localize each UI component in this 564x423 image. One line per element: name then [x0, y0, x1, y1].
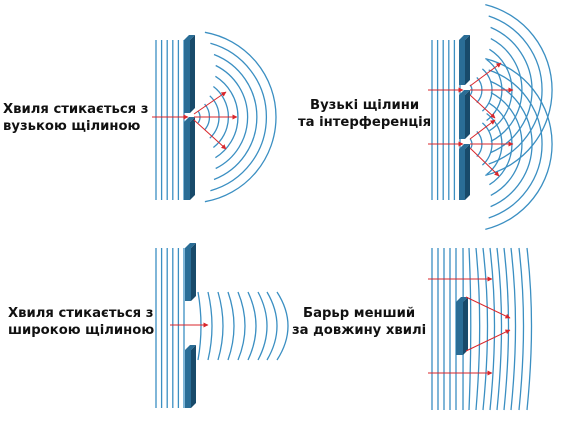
wavefront-arc: [488, 15, 543, 165]
barrier-top: [459, 144, 470, 149]
label-wide-slit-line-1: Хвиля стикається з: [8, 306, 154, 321]
label-narrow-slit-line-1: Хвиля стикається з: [3, 102, 149, 117]
barrier-top: [459, 90, 470, 95]
direction-arrow: [465, 296, 511, 319]
wavefront-arc: [204, 31, 277, 203]
wavefront-curve: [217, 291, 224, 361]
direction-arrow: [469, 62, 502, 87]
wavefront-arc: [490, 92, 523, 196]
barrier-top: [184, 117, 195, 122]
wavefront-arc: [490, 80, 533, 208]
barrier-block: [184, 40, 190, 113]
direction-arrow: [193, 119, 227, 150]
barrier-top: [185, 243, 196, 248]
wavefront-curve: [526, 247, 533, 411]
panel-wide-slit: [155, 243, 289, 408]
wavefront-curve: [227, 291, 235, 361]
wavefront-arc: [490, 26, 533, 154]
barrier-side: [465, 90, 470, 139]
direction-arrow: [469, 119, 496, 140]
barrier-top: [456, 297, 468, 302]
barrier-block: [459, 149, 465, 200]
wavefront-arc: [215, 64, 249, 170]
label-double-slit-line-1: Вузькі щілини: [310, 98, 420, 113]
wavefront-curve: [489, 247, 496, 411]
label-narrow-slit-line-2: вузькою щілиною: [3, 119, 141, 134]
label-wide-slit-line-2: широкою щілиною: [8, 323, 155, 338]
barrier-side: [465, 35, 470, 85]
barrier-block: [184, 122, 190, 200]
panel-narrow-slit: [152, 31, 277, 203]
wavefront-curve: [518, 247, 525, 411]
barrier-block: [459, 95, 465, 139]
label-double-slit-line-2: та інтерференція: [298, 115, 432, 130]
wavefront-curve: [475, 247, 481, 411]
wavefront-arc: [215, 75, 239, 159]
barrier-top: [185, 345, 196, 350]
barrier-top: [459, 35, 470, 40]
wavefront-curve: [247, 291, 257, 361]
direction-arrow: [465, 329, 511, 352]
barrier-block: [185, 248, 191, 301]
wavefront-curve: [468, 247, 472, 411]
wavefront-arc: [485, 57, 553, 231]
barrier-side: [191, 345, 196, 408]
barrier-block: [456, 302, 463, 355]
wavefront-curve: [503, 247, 510, 411]
wavefront-curve: [197, 291, 202, 361]
wavefront-arc: [213, 53, 258, 181]
label-small-barrier-line-1: Барьр менший: [303, 306, 416, 321]
label-small-barrier-line-2: за довжину хвилі: [292, 323, 427, 338]
direction-arrow: [469, 147, 500, 177]
wavefront-curve: [257, 291, 268, 361]
wavefront-curve: [207, 291, 213, 361]
barrier-side: [190, 117, 195, 200]
barrier-top: [184, 35, 195, 40]
wavefront-arc: [210, 42, 268, 192]
direction-arrow: [469, 94, 496, 119]
label-wide-slit: Хвиля стикається з широкою щілиною: [8, 305, 154, 339]
barrier-side: [463, 297, 468, 355]
direction-arrow: [193, 91, 227, 115]
wavefront-curve: [482, 247, 489, 411]
wavefront-curve: [510, 247, 517, 411]
label-narrow-slit: Хвиля стикається з вузькою щілиною: [3, 101, 148, 135]
barrier-block: [459, 40, 465, 85]
label-double-slit: Вузькі щілини та інтерференція: [298, 97, 431, 131]
barrier-side: [190, 35, 195, 113]
panel-small-barrier: [428, 247, 533, 411]
wavefront-arc: [490, 38, 523, 142]
wavefront-curve: [496, 247, 503, 411]
wavefront-arc: [485, 3, 553, 177]
barrier-side: [191, 243, 196, 301]
barrier-block: [185, 350, 191, 408]
wavefront-arc: [488, 69, 543, 219]
wavefront-curve: [237, 291, 246, 361]
wavefront-curve: [276, 291, 289, 361]
label-small-barrier: Барьр менший за довжину хвилі: [292, 305, 426, 339]
barrier-side: [465, 144, 470, 200]
wavefront-curve: [266, 291, 278, 361]
panel-double-slit: [428, 3, 553, 231]
